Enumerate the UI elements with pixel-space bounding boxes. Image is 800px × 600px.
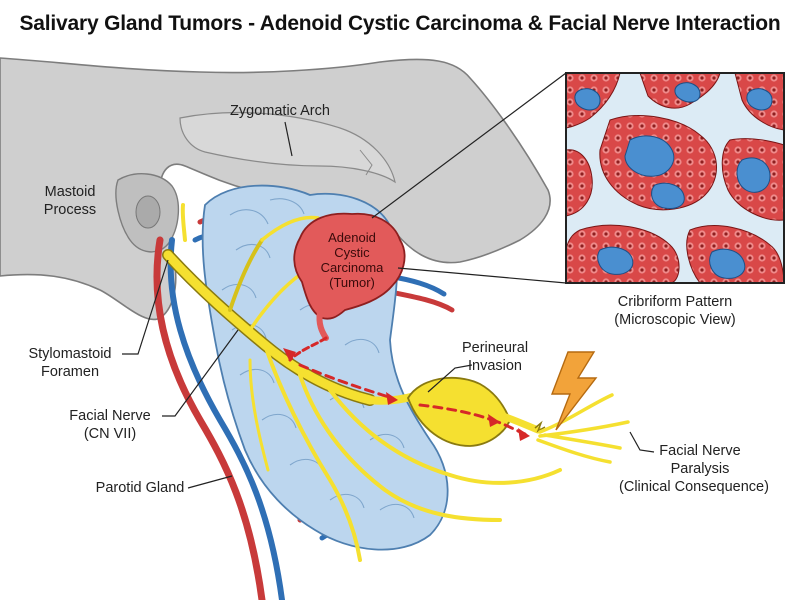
parotid-gland-label: Parotid Gland <box>96 480 185 496</box>
perineural-swelling <box>407 377 546 447</box>
paralysis-leader <box>629 431 655 453</box>
lightning-bolt-icon <box>550 351 598 431</box>
paralysis-label-3: (Clinical Consequence) <box>619 479 769 495</box>
tumor-label-3: Carcinoma <box>321 260 385 275</box>
stylomastoid-leader <box>122 259 169 355</box>
facial-nerve <box>162 203 562 562</box>
paralysis-label-2: Paralysis <box>671 461 730 477</box>
mastoid-process-label-1: Mastoid <box>45 184 96 200</box>
tumor-label-1: Adenoid <box>328 230 376 245</box>
tumor-mass: Adenoid Cystic Carcinoma (Tumor) <box>293 212 406 341</box>
perineural-label-2: Invasion <box>468 358 522 374</box>
mastoid-process-label-2: Process <box>44 202 96 218</box>
arrowheads <box>283 348 530 441</box>
inset-connector-lines <box>371 72 567 284</box>
facial-nerve-label-1: Facial Nerve <box>69 408 150 424</box>
facial-nerve-leader <box>162 329 239 417</box>
parotid-gland-leader <box>187 475 233 489</box>
diagram-title: Salivary Gland Tumors - Adenoid Cystic C… <box>19 12 781 35</box>
zygomatic-arch-leader <box>284 121 293 157</box>
microscopic-inset <box>565 72 785 284</box>
tumor-label-4: (Tumor) <box>329 275 375 290</box>
cribriform-label-1: Cribriform Pattern <box>618 294 732 310</box>
distal-nerve-branches <box>536 393 630 464</box>
paralysis-label-1: Facial Nerve <box>659 443 740 459</box>
zygomatic-arch-label: Zygomatic Arch <box>230 103 330 119</box>
perineural-leader <box>427 364 473 393</box>
tumor-label-2: Cystic <box>334 245 370 260</box>
stylomastoid-label-1: Stylomastoid <box>28 346 111 362</box>
stylomastoid-label-2: Foramen <box>41 364 99 380</box>
facial-nerve-label-2: (CN VII) <box>84 426 136 442</box>
cribriform-label-2: (Microscopic View) <box>614 312 735 328</box>
perineural-label-1: Perineural <box>462 340 528 356</box>
